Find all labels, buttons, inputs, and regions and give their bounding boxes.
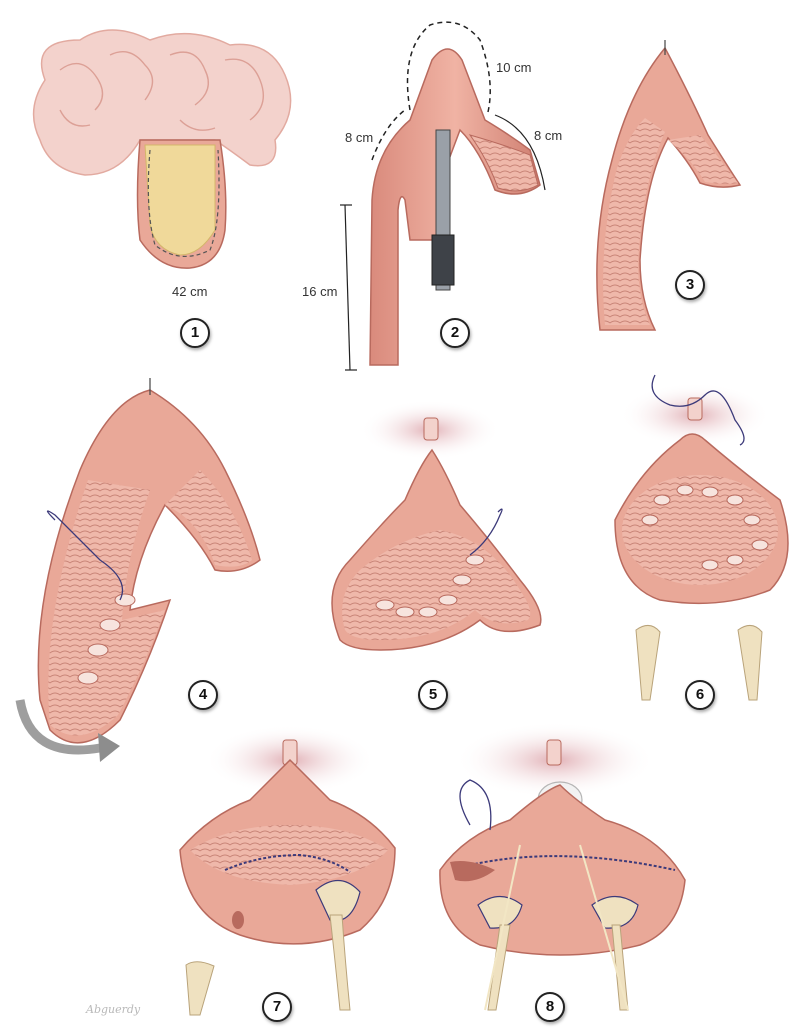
bracket-8cm-right: [494, 114, 546, 191]
incision-dashed-line: [147, 149, 220, 257]
artist-signature: Abguerdy: [86, 1003, 141, 1016]
panel-2-segment-measurement: [340, 21, 546, 371]
step-badge-8: 8: [535, 992, 565, 1022]
measurement-label-16cm: 16 cm: [302, 284, 338, 299]
stent-right: [579, 844, 629, 1011]
step-badge-6: 6: [685, 680, 715, 710]
bracket-16cm: [344, 204, 351, 371]
panel-1-ileum-segment: [32, 29, 292, 269]
suture-thread-5: [469, 508, 503, 556]
measurement-label-8cm-left: 8 cm: [345, 130, 374, 145]
measurement-label-8cm-right: 8 cm: [534, 128, 563, 143]
curved-rotation-arrow: [15, 699, 101, 755]
opened-limb-mucosa: [468, 134, 539, 192]
step-badge-5: 5: [418, 680, 448, 710]
panel-4-folding-and-suturing: [15, 378, 261, 762]
panel-3-detubularized-segment: [596, 40, 742, 331]
right-limb-mucosa: [668, 135, 738, 184]
right-limb-mucosa-4: [165, 470, 252, 567]
suture-line: [77, 593, 136, 685]
suture-thread-8: [459, 779, 492, 831]
suture-line-8: [469, 855, 676, 871]
bowel-folds: [59, 51, 264, 131]
arrow-head: [98, 733, 120, 762]
ureteral-opening: [232, 911, 244, 929]
folded-segment-mucosa: [48, 480, 165, 736]
measurement-label-42cm: 42 cm: [172, 284, 208, 299]
suture-line-5: [375, 554, 485, 618]
suture-thread-6: [651, 374, 745, 446]
dashed-outline-10cm: [406, 21, 491, 113]
ureter-7: [329, 914, 351, 1011]
step-badge-3: 3: [675, 270, 705, 300]
step-badge-2: 2: [440, 318, 470, 348]
urethral-anastomosis-8: [546, 739, 562, 766]
panel-8-completed-neobladder: [439, 722, 686, 1011]
ileal-tube: [369, 48, 541, 366]
panel-5-spiral-fold: [331, 400, 542, 651]
pouch-bowl-mucosa: [622, 475, 778, 585]
stapler-handle: [431, 234, 455, 286]
ureter-stump-7: [185, 961, 215, 1016]
step-badge-4: 4: [188, 680, 218, 710]
spiral-suture-6: [641, 484, 769, 571]
urethral-stump-6: [687, 397, 703, 421]
step-badge-1: 1: [180, 318, 210, 348]
suture-thread: [46, 510, 124, 601]
suture-line-7: [224, 853, 351, 873]
dashed-outline-8cm-left: [371, 109, 406, 161]
mesentery: [144, 144, 216, 256]
ureter-left-6: [635, 625, 661, 701]
panel-6-pouch-closure: [614, 374, 789, 701]
small-bowel-loops: [32, 29, 292, 176]
ureter-right-6: [737, 625, 763, 701]
urethral-stump: [423, 417, 439, 441]
step-badge-7: 7: [262, 992, 292, 1022]
measurement-label-10cm: 10 cm: [496, 60, 532, 75]
bladder-opening: [450, 861, 495, 882]
stent-left: [484, 844, 521, 1011]
ureter-implant-left-8: [477, 895, 523, 929]
panel-7-ureteral-implantation: [179, 725, 396, 1016]
opened-segment-mucosa: [603, 118, 665, 325]
